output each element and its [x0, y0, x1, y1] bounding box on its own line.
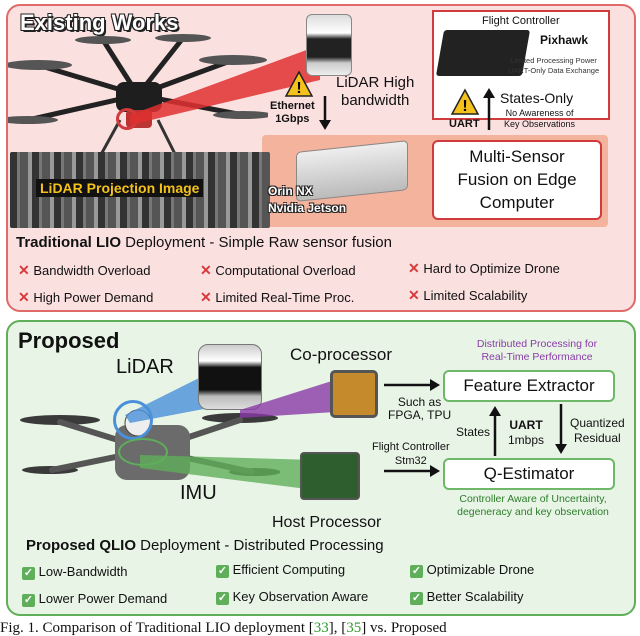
host-beam — [140, 455, 315, 490]
traditional-deployment-title: Traditional LIO Deployment - Simple Raw … — [16, 234, 392, 251]
warning-icon: ! — [284, 70, 314, 97]
orin-label: Orin NX Nvidia Jetson — [268, 184, 347, 215]
down-arrow-icon — [555, 404, 567, 454]
feature-extractor-box: Feature Extractor — [443, 370, 615, 402]
hexacopter-drone-image — [8, 34, 268, 161]
fc-title: Flight Controller — [482, 15, 560, 27]
up-arrow-icon — [483, 88, 495, 130]
issue-item: ✕ Limited Scalability — [408, 287, 528, 303]
lidar-sensor-image — [306, 14, 352, 76]
such-as-label: Such as FPGA, TPU — [388, 395, 452, 422]
distributed-note: Distributed Processing for Real-Time Per… — [476, 338, 598, 363]
coprocessor-label: Co-processor — [290, 345, 393, 364]
benefit-item: ✓ Optimizable Drone — [410, 562, 535, 578]
imu-label: IMU — [180, 482, 217, 504]
issue-item: ✕ High Power Demand — [18, 289, 154, 305]
issue-item: ✕ Bandwidth Overload — [18, 262, 151, 278]
issue-item: ✕ Computational Overload — [200, 262, 356, 278]
proposed-deployment-title: Proposed QLIO Deployment - Distributed P… — [26, 537, 384, 554]
lidar-label: LiDAR — [116, 356, 174, 378]
fc-notes: Limited Processing Power UART-Only Data … — [508, 56, 600, 75]
benefit-item: ✓ Lower Power Demand — [22, 591, 168, 607]
states-only-note: No Awareness of Key Observations — [504, 108, 576, 129]
check-icon: ✓ — [410, 565, 423, 578]
check-icon: ✓ — [410, 592, 423, 605]
benefit-item: ✓ Key Observation Aware — [216, 589, 369, 605]
fc-name: Pixhawk — [540, 33, 589, 47]
check-icon: ✓ — [22, 567, 35, 580]
check-icon: ✓ — [216, 565, 229, 578]
existing-works-title: Existing Works — [20, 10, 179, 35]
host-processor-label: Host Processor — [272, 514, 382, 531]
lidar-sensor-image — [198, 344, 262, 410]
right-arrow-icon — [384, 379, 440, 391]
estimator-note: Controller Aware of Uncertainty, degener… — [457, 493, 609, 518]
proposed-title: Proposed — [18, 328, 120, 353]
uart-label: UART — [449, 118, 480, 130]
projection-label: LiDAR Projection Image — [36, 179, 204, 197]
x-icon: ✕ — [408, 287, 420, 303]
benefit-item: ✓ Low-Bandwidth — [22, 564, 128, 580]
x-icon: ✕ — [408, 260, 420, 276]
lidar-bandwidth-label: LiDAR High bandwidth — [336, 74, 415, 109]
right-arrow-icon — [384, 465, 440, 477]
warning-icon: ! — [450, 88, 480, 115]
uart-rate-label: UART 1mbps — [508, 418, 545, 447]
issue-item: ✕ Limited Real-Time Proc. — [200, 289, 355, 305]
states-only-label: States-Only — [500, 90, 574, 106]
svg-text:!: ! — [296, 80, 301, 97]
states-label: States — [456, 425, 491, 439]
lidar-zoom-beam — [130, 45, 320, 125]
figure-caption: Fig. 1. Comparison of Traditional LIO de… — [0, 620, 447, 636]
multi-sensor-fusion-box: Multi-Sensor Fusion on Edge Computer — [432, 140, 602, 220]
x-icon: ✕ — [200, 289, 212, 305]
quantized-residual-label: Quantized Residual — [570, 416, 625, 445]
ethernet-label: Ethernet 1Gbps — [270, 100, 315, 125]
issue-item: ✕ Hard to Optimize Drone — [408, 260, 560, 276]
x-icon: ✕ — [18, 289, 30, 305]
coprocessor-chip-image — [330, 370, 378, 418]
down-arrow-icon — [319, 96, 331, 130]
host-board-image — [300, 452, 360, 500]
benefit-item: ✓ Better Scalability — [410, 589, 524, 605]
check-icon: ✓ — [216, 592, 229, 605]
x-icon: ✕ — [200, 262, 212, 278]
up-arrow-icon — [489, 406, 501, 456]
stm32-label: Flight Controller Stm32 — [372, 441, 450, 467]
coprocessor-beam — [240, 380, 335, 418]
benefit-item: ✓ Efficient Computing — [216, 562, 346, 578]
check-icon: ✓ — [22, 594, 35, 607]
svg-text:!: ! — [462, 98, 467, 115]
q-estimator-box: Q-Estimator — [443, 458, 615, 490]
x-icon: ✕ — [18, 262, 30, 278]
